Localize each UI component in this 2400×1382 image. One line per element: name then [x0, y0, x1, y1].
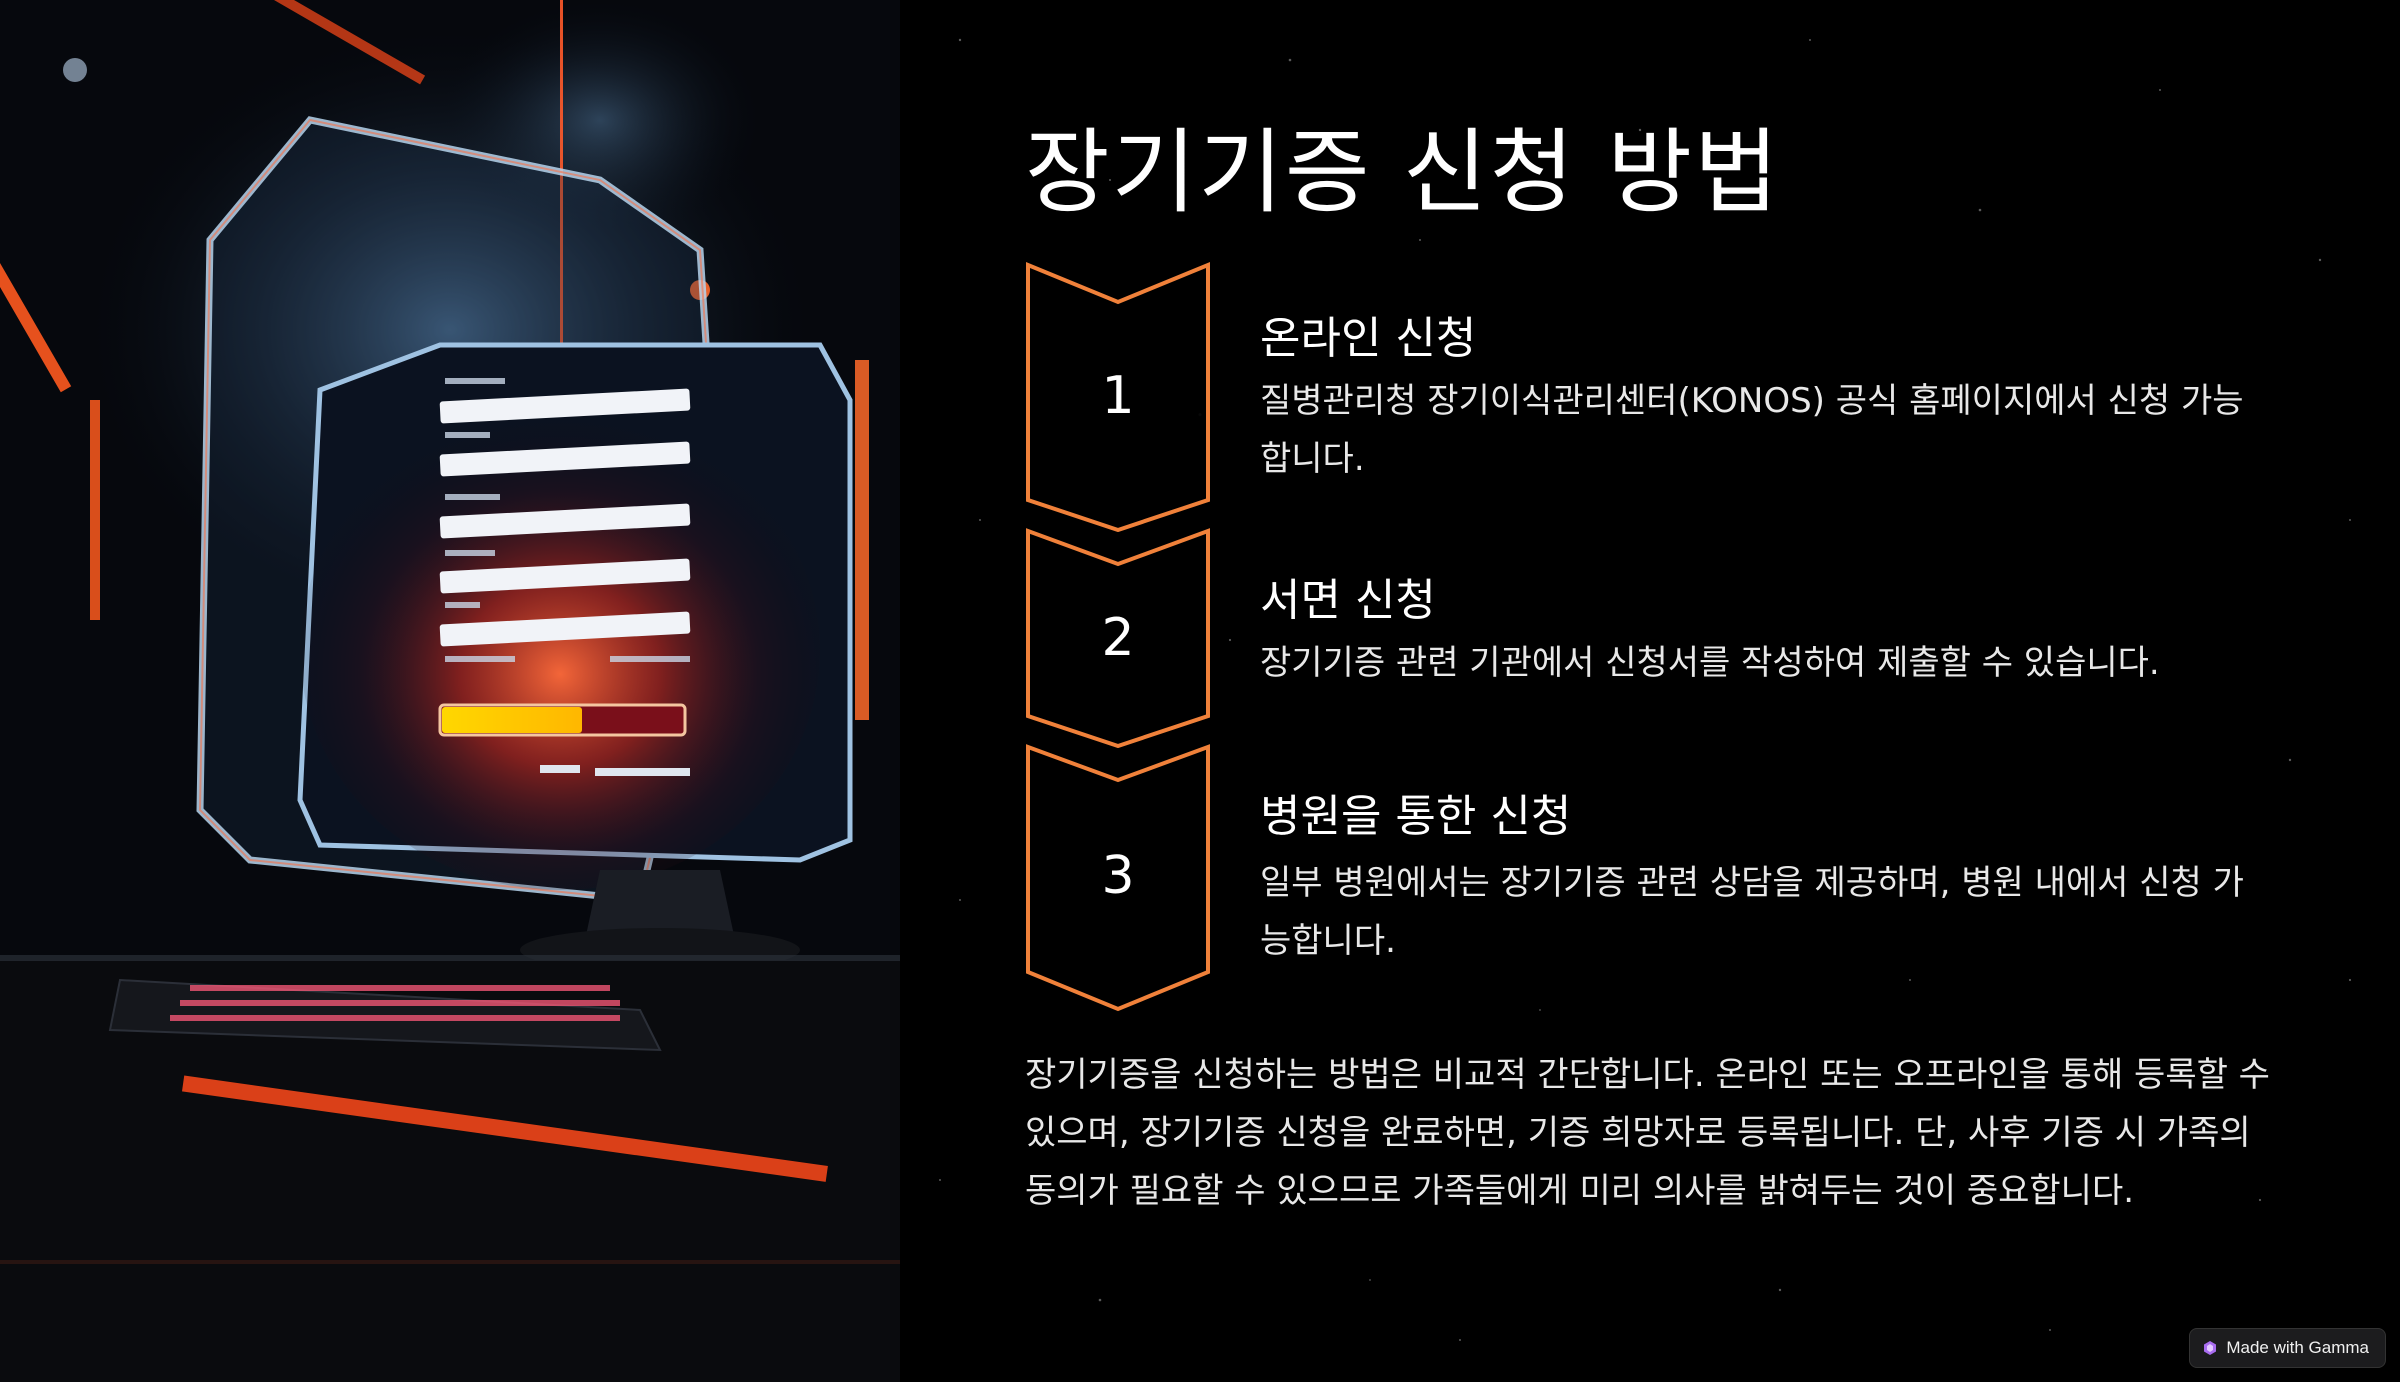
- chevron-icon: [1026, 528, 1210, 748]
- made-with-gamma-badge[interactable]: Made with Gamma: [2189, 1328, 2386, 1368]
- computer-illustration: [0, 0, 900, 1382]
- step-description: 질병관리청 장기이식관리센터(KONOS) 공식 홈페이지에서 신청 가능합니다…: [1260, 381, 2244, 479]
- step-2: 2 서면 신청 장기기증 관련 기관에서 신청서를 작성하여 제출할 수 있습니…: [1025, 528, 2325, 748]
- step-number: 2: [1101, 608, 1135, 668]
- step-3: 3 병원을 통한 신청 일부 병원에서는 장기기증 관련 상담을 제공하며, 병…: [1025, 744, 2325, 1014]
- step-description: 일부 병원에서는 장기기증 관련 상담을 제공하며, 병원 내에서 신청 가능합…: [1260, 863, 2244, 961]
- badge-label: Made with Gamma: [2226, 1338, 2369, 1357]
- step-number: 1: [1101, 366, 1135, 426]
- content-panel: 장기기증 신청 방법 1 온라인 신청 질병관리청 장기이식관리센터(KONOS…: [900, 0, 2400, 1382]
- step-number: 3: [1101, 846, 1135, 906]
- step-description: 장기기증 관련 기관에서 신청서를 작성하여 제출할 수 있습니다.: [1260, 643, 2160, 683]
- hero-image: [0, 0, 900, 1382]
- step-title: 병원을 통한 신청: [1260, 791, 1572, 842]
- page-title: 장기기증 신청 방법: [1025, 119, 1781, 226]
- chevron-icon: [1026, 744, 1210, 1012]
- gamma-logo-icon: [2204, 1341, 2217, 1355]
- step-title: 서면 신청: [1260, 575, 1436, 626]
- step-title: 온라인 신청: [1260, 313, 1477, 364]
- step-1: 1 온라인 신청 질병관리청 장기이식관리센터(KONOS) 공식 홈페이지에서…: [1025, 262, 2325, 532]
- summary-paragraph: 장기기증을 신청하는 방법은 비교적 간단합니다. 온라인 또는 오프라인을 통…: [1025, 1055, 2270, 1211]
- chevron-icon: [1026, 262, 1210, 532]
